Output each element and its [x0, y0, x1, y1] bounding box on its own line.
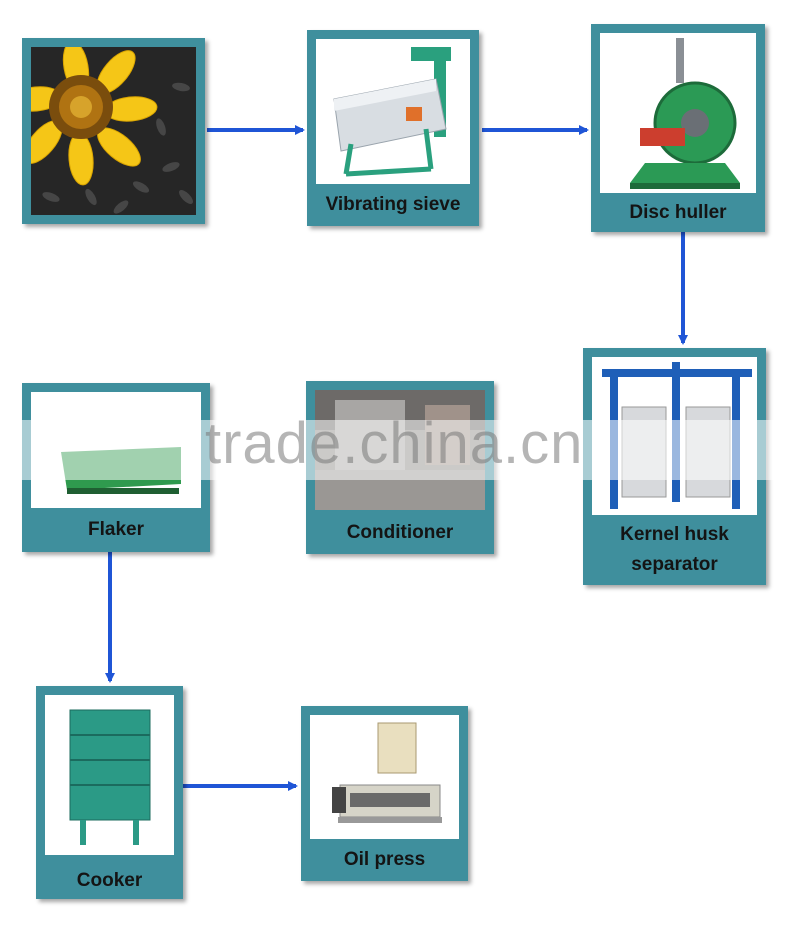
flaker-label: Flaker — [88, 519, 144, 540]
node-cooker: Cooker — [36, 686, 183, 899]
node-vibrating-sieve: Vibrating sieve — [307, 30, 479, 226]
vibrating-sieve-label: Vibrating sieve — [325, 194, 461, 215]
sunflower-seeds-photo — [31, 47, 196, 215]
kernel-husk-separator-label-line2: separator — [631, 554, 718, 575]
disc-huller-label: Disc huller — [629, 202, 727, 223]
watermark-band — [0, 420, 800, 480]
cooker-label: Cooker — [76, 870, 143, 891]
cooker-photo — [45, 695, 174, 855]
oil-press-label: Oil press — [343, 849, 426, 870]
oil-press-photo — [310, 715, 459, 839]
watermark-text: trade.china.cn — [205, 411, 584, 476]
vibrating-sieve-photo — [316, 39, 470, 184]
node-oil-press: Oil press — [301, 706, 468, 881]
node-sunflower-seeds — [22, 38, 205, 224]
node-disc-huller: Disc huller — [591, 24, 765, 232]
disc-huller-photo — [600, 33, 756, 193]
kernel-husk-separator-label-line1: Kernel husk — [620, 524, 729, 545]
conditioner-label: Conditioner — [346, 522, 454, 543]
